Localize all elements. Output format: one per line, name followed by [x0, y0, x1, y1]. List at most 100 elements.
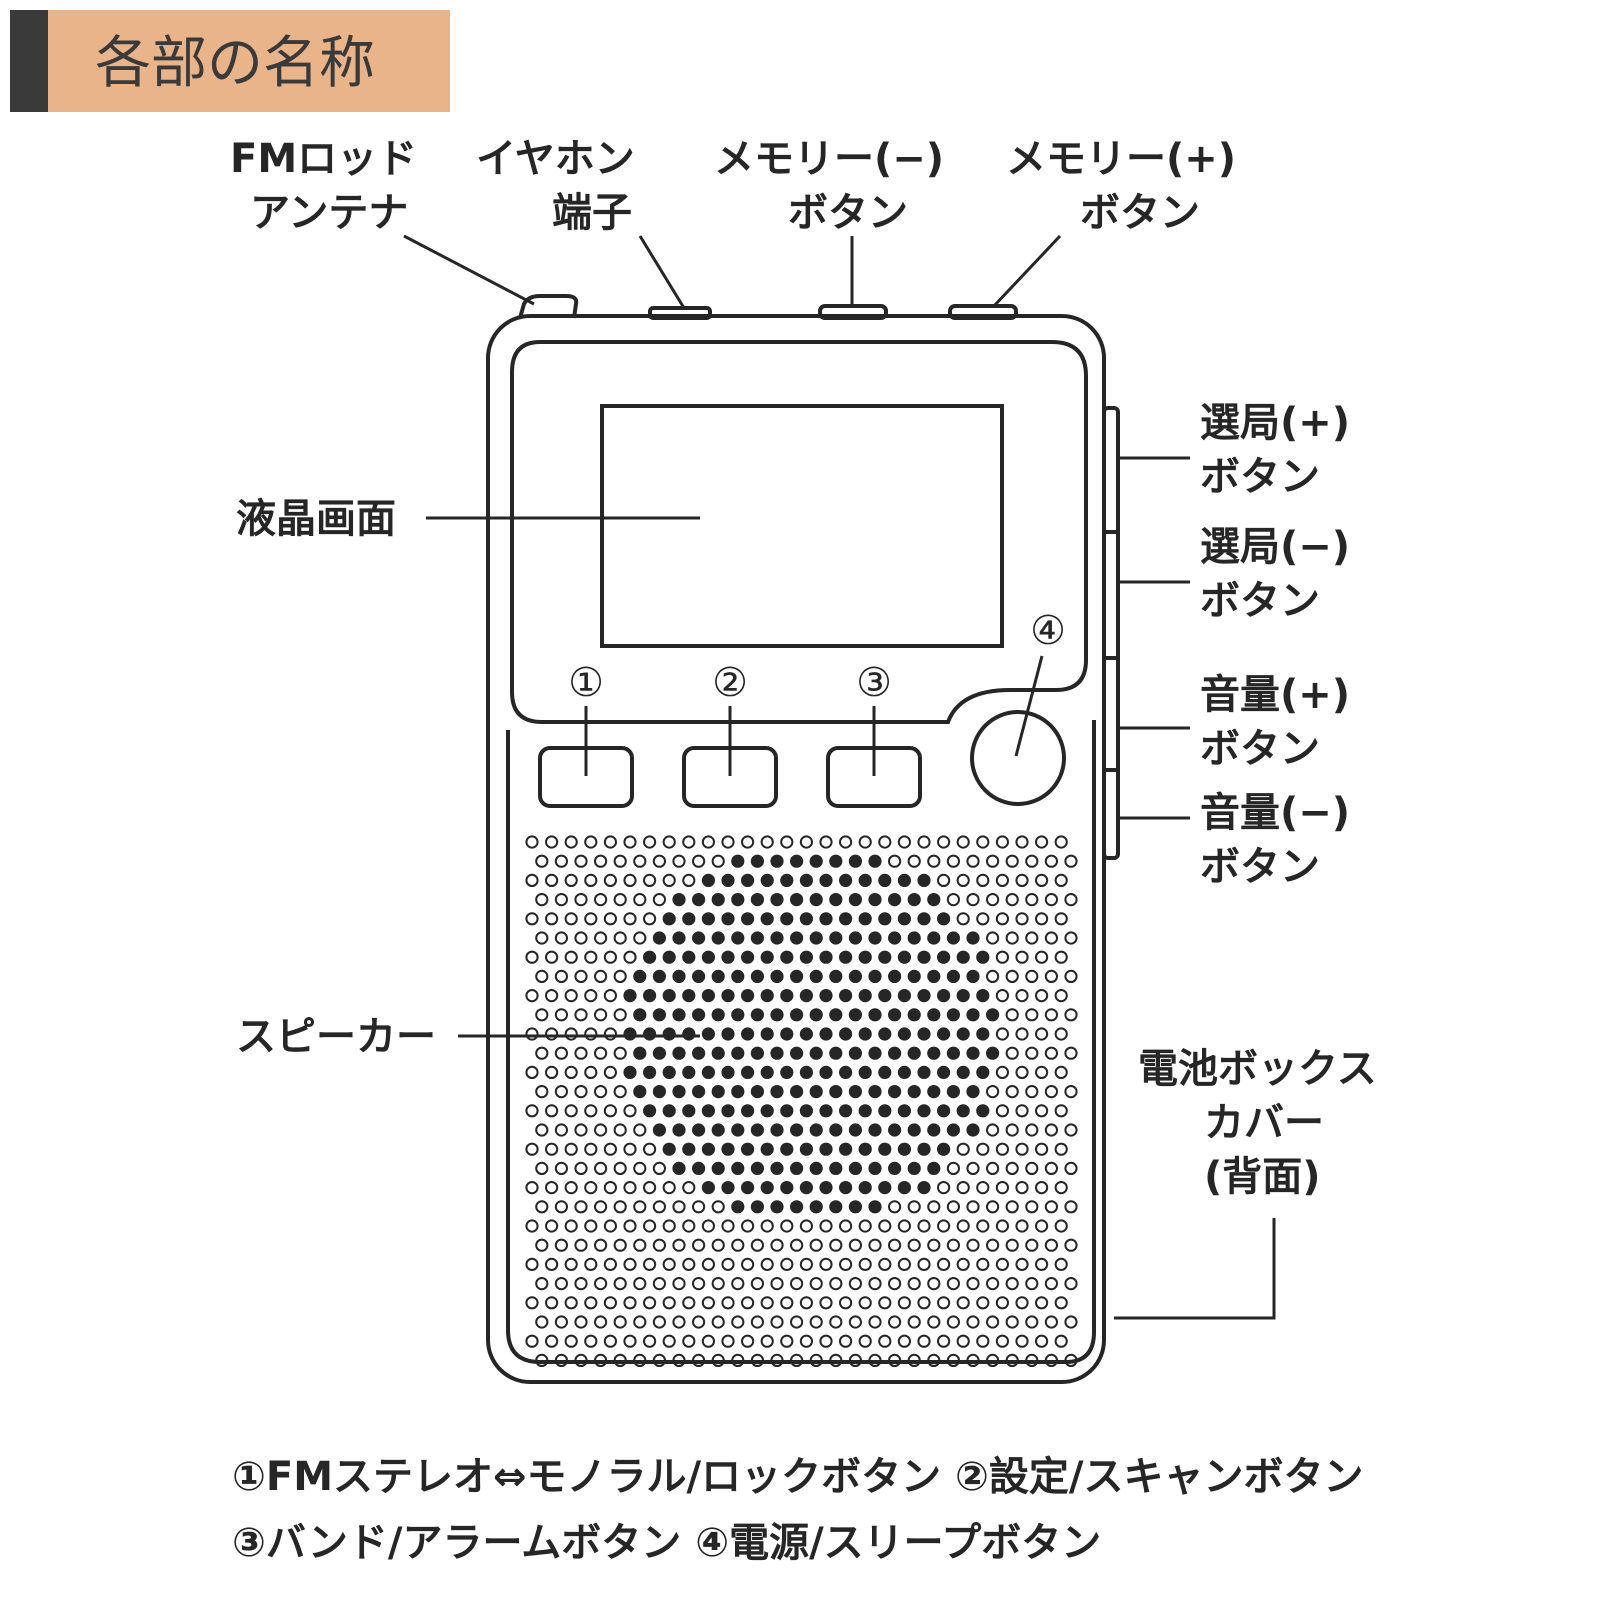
grille-dot-filled	[917, 989, 931, 1003]
grille-dot	[995, 835, 1010, 849]
grille-dot-filled	[809, 1161, 823, 1175]
grille-dot	[692, 1277, 706, 1291]
grille-dot-filled	[897, 1104, 912, 1118]
grille-dot-filled	[721, 989, 735, 1003]
grille-dot	[1044, 893, 1059, 907]
grille-dot-filled	[897, 1065, 912, 1079]
grille-dot	[603, 1181, 618, 1195]
grille-dot	[574, 1161, 588, 1176]
grille-dot-filled	[809, 931, 823, 945]
grille-dot	[574, 1277, 588, 1291]
grille-dot	[1054, 989, 1068, 1003]
grille-dot	[623, 1334, 637, 1348]
grille-dot	[525, 1027, 539, 1041]
grille-dot-filled	[672, 1085, 686, 1099]
grille-dot	[986, 1161, 1000, 1176]
label-tune-plus-line1: 選局(+)	[1200, 400, 1350, 446]
grille-dot	[662, 1334, 676, 1348]
grille-dot-filled	[643, 1065, 657, 1079]
grille-dot	[545, 1334, 559, 1348]
grille-dot	[554, 1200, 569, 1214]
grille-dot	[907, 1200, 921, 1214]
grille-dot-filled	[976, 1027, 990, 1041]
grille-dot	[966, 1277, 980, 1291]
grille-dot-filled	[829, 1161, 843, 1175]
grille-dot	[741, 1219, 755, 1233]
grille-dot-filled	[897, 989, 912, 1003]
grille-dot	[1015, 1065, 1029, 1080]
grille-dot-filled	[917, 1065, 931, 1079]
grille-dot	[731, 1238, 745, 1252]
grille-dot	[564, 1065, 578, 1080]
grille-dot-filled	[956, 1065, 970, 1079]
grille-dot	[643, 1181, 657, 1195]
grille-dot-filled	[937, 1027, 951, 1041]
grille-dot-filled	[741, 1065, 755, 1079]
grille-dot-filled	[731, 1161, 745, 1175]
grille-dot	[995, 1181, 1010, 1195]
grille-dot	[672, 854, 686, 868]
grille-dot	[1025, 1200, 1039, 1214]
grille-dot	[937, 1257, 951, 1272]
grille-dot-filled	[858, 1104, 872, 1118]
grille-dot	[741, 1296, 755, 1310]
label-tune-plus-line2: ボタン	[1200, 454, 1320, 500]
grille-dot-filled	[633, 1046, 647, 1060]
grille-dot-filled	[672, 1046, 686, 1060]
grille-dot-filled	[888, 1161, 902, 1175]
grille-dot-filled	[819, 873, 833, 888]
grille-dot-filled	[946, 1008, 961, 1022]
grille-dot	[701, 1257, 716, 1272]
grille-dot	[839, 835, 853, 849]
button-3-number: ③	[856, 660, 892, 706]
grille-dot-filled	[858, 1065, 872, 1079]
grille-dot	[525, 989, 539, 1003]
grille-dot	[564, 1027, 578, 1041]
grille-dot	[731, 1277, 745, 1291]
grille-dot-filled	[790, 1123, 804, 1137]
grille-dot	[1044, 931, 1059, 945]
grille-dot	[1044, 1008, 1059, 1022]
grille-dot-filled	[780, 1181, 794, 1195]
grille-dot-filled	[672, 931, 686, 945]
grille-dot	[1054, 873, 1068, 888]
grille-dot	[780, 1334, 794, 1348]
grille-dot	[672, 1353, 686, 1368]
grille-dot	[750, 1238, 765, 1252]
grille-dot	[937, 835, 951, 849]
grille-dot	[1025, 1315, 1039, 1329]
grille-dot	[662, 1219, 676, 1233]
grille-dot	[946, 854, 961, 868]
grille-dot-filled	[721, 1027, 735, 1041]
grille-dot	[623, 835, 637, 849]
label-earphone-line1: イヤホン	[476, 136, 635, 182]
grille-dot-filled	[682, 912, 696, 926]
grille-dot	[564, 912, 578, 926]
grille-dot	[1025, 1008, 1039, 1022]
grille-dot-filled	[839, 873, 853, 888]
grille-dot	[946, 1315, 961, 1329]
grille-dot	[535, 1277, 549, 1291]
grille-dot	[721, 1296, 735, 1310]
grille-dot	[986, 1200, 1000, 1214]
grille-dot-filled	[760, 1142, 774, 1156]
grille-dot-filled	[701, 950, 716, 964]
grille-dot	[594, 1353, 608, 1368]
grille-dot-filled	[731, 931, 745, 945]
lcd-screen	[600, 404, 1004, 648]
grille-dot	[545, 1027, 559, 1041]
grille-dot-filled	[897, 950, 912, 964]
grille-dot	[692, 1238, 706, 1252]
grille-dot	[603, 950, 618, 964]
grille-dot	[682, 1334, 696, 1348]
grille-dot-filled	[819, 1104, 833, 1118]
grille-dot	[976, 1257, 990, 1272]
grille-dot	[897, 1219, 912, 1233]
grille-dot	[535, 1085, 549, 1099]
grille-dot-filled	[741, 873, 755, 888]
label-earphone-line2: 端子	[552, 190, 632, 236]
grille-dot	[888, 854, 902, 868]
grille-dot	[603, 1065, 618, 1080]
grille-dot-filled	[927, 893, 941, 907]
grille-dot	[770, 1238, 784, 1252]
